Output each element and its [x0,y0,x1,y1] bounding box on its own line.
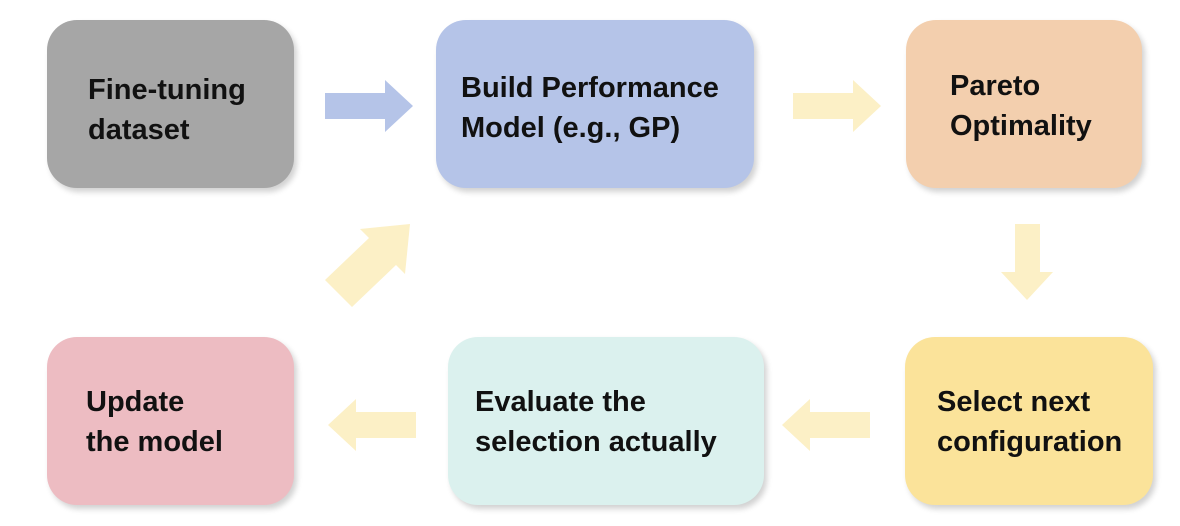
node-pareto-optimality [906,20,1142,188]
node-pareto-optimality-label: Pareto Optimality [950,70,1092,142]
node-finetuning-dataset-label: Fine-tuning dataset [88,74,246,146]
node-finetuning-dataset [47,20,294,188]
node-build-performance-model-label: Build Performance Model (e.g., GP) [461,72,719,144]
node-update-model-label: Update the model [86,386,223,458]
arrow-update-to-build [325,224,410,307]
arrow-select-to-evaluate [782,399,870,451]
node-evaluate-selection [448,337,764,505]
node-update-model [47,337,294,505]
arrow-pareto-to-select [1001,224,1053,300]
node-select-next-configuration [905,337,1153,505]
node-build-performance-model [436,20,754,188]
arrow-dataset-to-build [325,80,413,132]
arrow-evaluate-to-update [328,399,416,451]
arrow-build-to-pareto [793,80,881,132]
node-evaluate-selection-label: Evaluate the selection actually [475,386,717,458]
node-select-next-configuration-label: Select next configuration [937,386,1123,458]
